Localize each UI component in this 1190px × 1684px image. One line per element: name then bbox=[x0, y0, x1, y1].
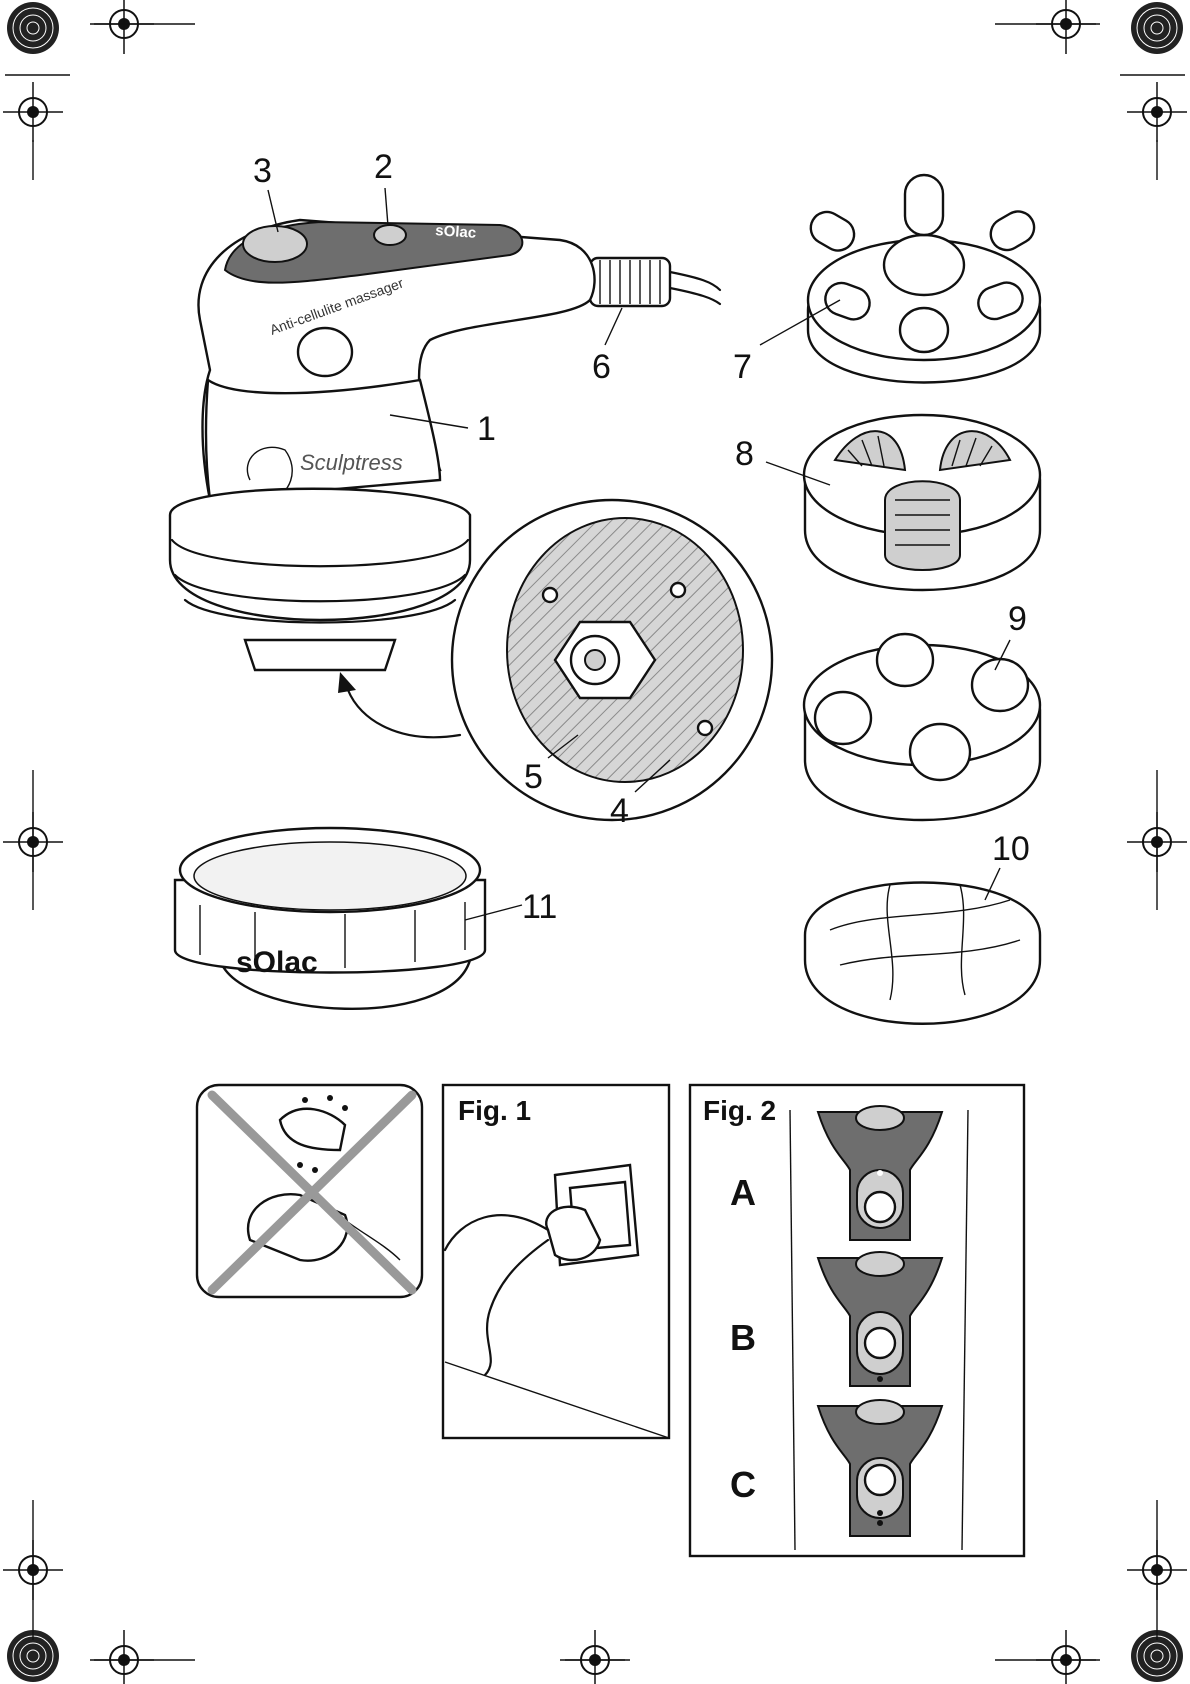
attachment-9 bbox=[804, 634, 1040, 820]
callout-5: 5 bbox=[524, 758, 543, 796]
step-c-label: C bbox=[730, 1464, 756, 1505]
attachment-10 bbox=[805, 883, 1040, 1024]
cap-brand: sOlac bbox=[236, 946, 318, 979]
detail-magnifier bbox=[452, 500, 772, 820]
starburst-mark-icon bbox=[1131, 2, 1183, 54]
callout-9: 9 bbox=[1008, 600, 1027, 638]
bottom-nut bbox=[245, 640, 395, 670]
crosshair-mark-icon bbox=[3, 82, 63, 142]
crosshair-mark-icon bbox=[1127, 82, 1187, 142]
attachment-8 bbox=[804, 415, 1040, 590]
crosshair-mark-icon bbox=[1036, 0, 1096, 54]
callout-2: 2 bbox=[374, 148, 393, 186]
callout-1: 1 bbox=[477, 410, 496, 448]
attachment-7 bbox=[805, 175, 1040, 383]
step-b-label: B bbox=[730, 1317, 756, 1358]
callout-11: 11 bbox=[522, 888, 557, 926]
fig2-title: Fig. 2 bbox=[703, 1095, 776, 1126]
arrow-icon bbox=[338, 672, 356, 693]
callout-10: 10 bbox=[992, 830, 1030, 868]
callout-8: 8 bbox=[735, 435, 754, 473]
crosshair-mark-icon bbox=[94, 1630, 154, 1684]
side-button bbox=[298, 328, 352, 376]
fig1-title: Fig. 1 bbox=[458, 1095, 531, 1126]
power-switch bbox=[374, 225, 406, 245]
brand-on-strip: sOlac bbox=[435, 222, 477, 242]
callout-4: 4 bbox=[610, 792, 629, 830]
cap-11: sOlac bbox=[175, 828, 485, 1009]
fig2-panel: Fig. 2 A B C bbox=[690, 1085, 1024, 1556]
crosshair-mark-icon bbox=[1036, 1630, 1096, 1684]
crosshair-mark-icon bbox=[94, 0, 154, 54]
callout-6: 6 bbox=[592, 348, 611, 386]
fig1-panel: Fig. 1 bbox=[443, 1085, 669, 1438]
starburst-mark-icon bbox=[7, 2, 59, 54]
callout-3: 3 bbox=[253, 152, 272, 190]
crosshair-mark-icon bbox=[565, 1630, 625, 1684]
speed-dial bbox=[243, 226, 307, 262]
step-a-label: A bbox=[730, 1172, 756, 1213]
script-logo: Sculptress bbox=[300, 450, 403, 475]
warning-panel bbox=[197, 1085, 422, 1297]
callout-7: 7 bbox=[733, 348, 752, 386]
